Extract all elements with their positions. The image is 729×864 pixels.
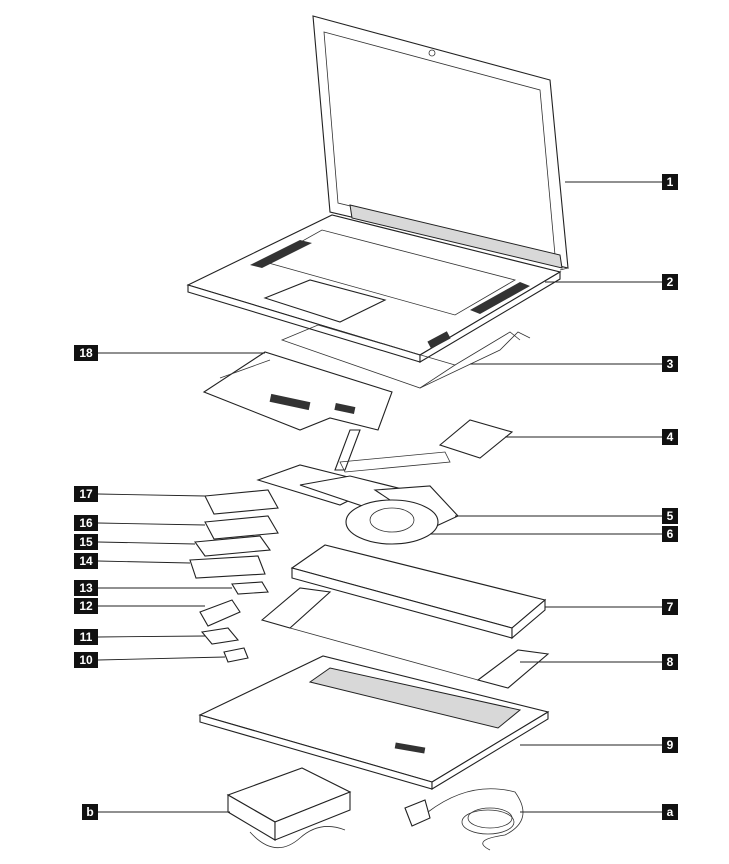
small-parts-column [189, 489, 279, 663]
speakers-part [260, 587, 550, 689]
battery-part [290, 544, 547, 640]
callout-2: 2 [662, 274, 678, 290]
callout-b: b [82, 804, 98, 820]
system-board-part [202, 351, 393, 471]
callout-1: 1 [662, 174, 678, 190]
callout-4: 4 [662, 429, 678, 445]
callout-11: 11 [74, 629, 98, 645]
callout-10: 10 [74, 652, 98, 668]
callout-a: a [662, 804, 678, 820]
callout-16: 16 [74, 515, 98, 531]
power-cord-part [404, 788, 524, 851]
callout-18: 18 [74, 345, 98, 361]
callout-12: 12 [74, 598, 98, 614]
callout-6: 6 [662, 526, 678, 542]
callout-14: 14 [74, 553, 98, 569]
ac-adapter-part [226, 767, 352, 849]
callout-9: 9 [662, 737, 678, 753]
callout-5: 5 [662, 508, 678, 524]
callout-3: 3 [662, 356, 678, 372]
palmrest-cable-part [280, 324, 531, 389]
io-board-cable-part [339, 419, 514, 473]
fan-part [345, 499, 439, 545]
callout-15: 15 [74, 534, 98, 550]
callout-8: 8 [662, 654, 678, 670]
callout-7: 7 [662, 599, 678, 615]
callout-13: 13 [74, 580, 98, 596]
callout-17: 17 [74, 486, 98, 502]
upper-case-keyboard-part [186, 214, 562, 363]
lcd-unit-part [312, 15, 569, 271]
lower-case-part [198, 655, 550, 790]
leader-lines [97, 181, 662, 813]
